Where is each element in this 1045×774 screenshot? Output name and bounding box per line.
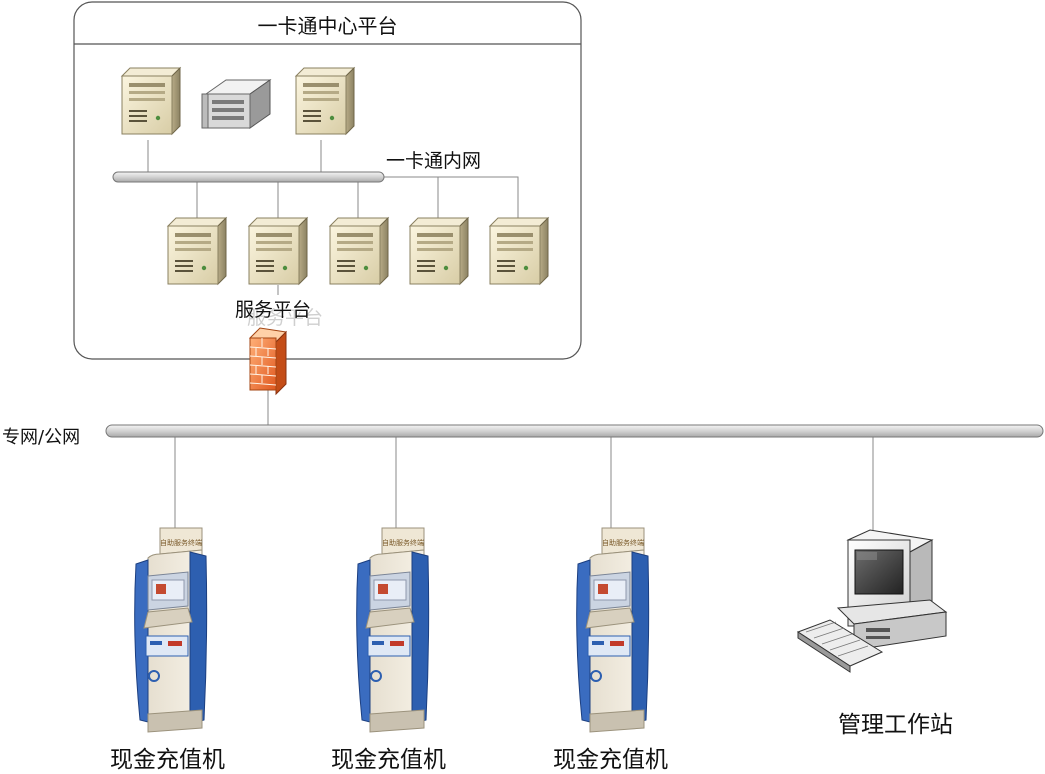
workstation-label: 管理工作站 — [838, 712, 953, 738]
cash-recharge-kiosk-icon — [355, 527, 430, 733]
wan-label: 专网/公网 — [2, 427, 81, 448]
workstation-icon — [796, 529, 948, 673]
intranet-label: 一卡通内网 — [386, 150, 482, 172]
intranet-bus — [112, 171, 385, 183]
storage-device-icon — [201, 79, 272, 129]
service-platform-label: 服务平台 — [235, 299, 312, 321]
cash-recharge-kiosk-icon — [133, 527, 208, 733]
server-icon — [295, 67, 355, 135]
center-platform-title: 一卡通中心平台 — [257, 14, 398, 38]
firewall-icon — [248, 327, 288, 396]
server-icon — [489, 217, 549, 285]
server-icon — [409, 217, 469, 285]
wan-bus — [105, 424, 1044, 438]
server-icon — [329, 217, 389, 285]
server-icon — [248, 217, 308, 285]
kiosk-label: 现金充值机 — [553, 747, 668, 773]
connection-lines — [147, 140, 874, 538]
service-platform-label-shadow: 服务平台 — [247, 307, 324, 329]
line-server-5 — [384, 176, 519, 218]
kiosk-label: 现金充值机 — [110, 747, 225, 773]
server-icon — [121, 67, 181, 135]
server-icon — [167, 217, 227, 285]
kiosk-label: 现金充值机 — [331, 747, 446, 773]
cash-recharge-kiosk-icon — [575, 527, 650, 733]
